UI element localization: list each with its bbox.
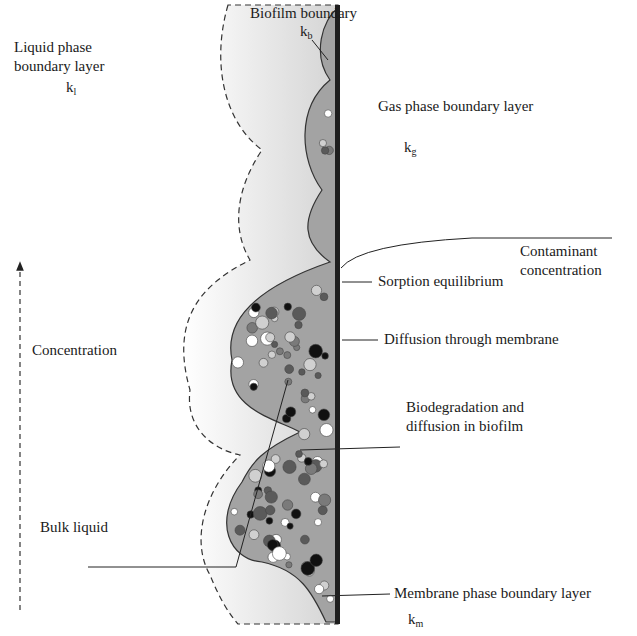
microbe-cell: [253, 507, 267, 521]
microbe-cell: [318, 409, 330, 421]
microbe-cell: [304, 458, 312, 466]
microbe-cell: [250, 383, 257, 390]
microbe-cell: [286, 407, 296, 417]
membrane: [335, 5, 340, 624]
concentration-arrow: [19, 266, 20, 610]
microbe-cell: [311, 285, 321, 295]
microbe-cell: [286, 562, 292, 568]
microbe-cell: [315, 372, 321, 378]
microbe-cell: [282, 500, 292, 510]
microbe-cell: [299, 429, 310, 440]
biofilm: [227, 8, 338, 622]
microbe-cell: [235, 525, 245, 535]
microbe-cell: [304, 359, 316, 371]
microbe-cell: [301, 535, 310, 544]
microbe-cell: [266, 333, 275, 342]
microbe-cell: [291, 509, 301, 519]
mass-transfer-coefficient: kg: [404, 138, 434, 157]
process-label: Contaminant concentration: [520, 242, 625, 280]
microbe-cell: [265, 491, 277, 503]
microbe-cell: [314, 519, 321, 526]
boundary-label: Gas phase boundary layer: [378, 97, 568, 116]
microbe-cell: [327, 595, 334, 602]
process-label: Diffusion through membrane: [384, 330, 564, 349]
liquid-boundary-layer: [184, 5, 338, 624]
microbe-cell: [266, 506, 275, 515]
microbe-cell: [283, 460, 296, 473]
microbe-cell: [249, 530, 259, 540]
boundary-label: Liquid phase boundary layer: [14, 38, 134, 76]
microbe-cell: [285, 378, 292, 385]
microbe-cell: [272, 547, 286, 561]
microbe-cell: [232, 357, 243, 368]
microbe-cell: [276, 348, 283, 355]
microbe-cell: [320, 460, 328, 468]
mass-transfer-coefficient: kb: [300, 22, 330, 41]
axis-label: Concentration: [32, 341, 152, 360]
microbe-cell: [320, 424, 333, 437]
microbe-cell: [301, 389, 309, 397]
microbe-cell: [309, 344, 323, 358]
microbe-cell: [319, 494, 331, 506]
microbe-cell: [285, 332, 295, 342]
microbe-cell: [309, 407, 316, 414]
microbe-cell: [319, 140, 326, 147]
microbe-cell: [284, 303, 291, 310]
boundary-label: Membrane phase boundary layer: [394, 584, 624, 603]
microbe-cell: [252, 303, 261, 312]
mass-transfer-coefficient: kl: [66, 78, 96, 97]
microbe-cell: [287, 523, 293, 529]
leader-lines: [88, 40, 612, 596]
microbe-cell: [266, 517, 273, 524]
microbe-cell: [231, 508, 238, 515]
microbe-cell: [299, 473, 311, 485]
microbe-cell: [268, 351, 275, 358]
microbe-cell: [284, 352, 291, 359]
microbe-cell: [296, 451, 303, 458]
microbe-cell: [259, 358, 268, 367]
mass-transfer-coefficient: km: [408, 610, 438, 629]
microbe-cell: [320, 293, 328, 301]
boundary-label: Biofilm boundary: [250, 4, 380, 23]
microbe-cell: [299, 369, 305, 375]
microbe-cell: [315, 585, 324, 594]
microbe-cell: [295, 321, 302, 328]
microbe-cell: [321, 147, 328, 154]
microbe-cell: [293, 307, 306, 320]
microbe-cell: [310, 554, 322, 566]
process-label: Sorption equilibrium: [378, 272, 548, 291]
microbe-cell: [324, 110, 331, 117]
microbe-cell: [318, 506, 327, 515]
microbe-cell: [322, 353, 329, 360]
process-label: Biodegradation and diffusion in biofilm: [406, 398, 576, 436]
microbe-cell: [285, 365, 294, 374]
microbe-cell: [246, 335, 257, 346]
region-label: Bulk liquid: [40, 518, 150, 537]
microbe-cell: [256, 316, 269, 329]
microbe-cell: [272, 341, 278, 347]
microbe-cell: [266, 307, 278, 319]
